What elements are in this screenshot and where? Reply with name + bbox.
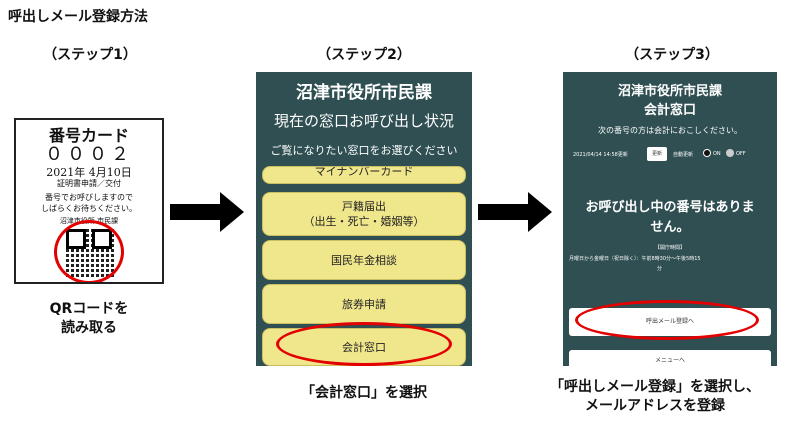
update-button[interactable]: 更新 [647, 147, 667, 161]
auto-update-on-label: ON [713, 151, 721, 157]
hours-text-cont: 分 [657, 266, 663, 272]
menu-item-label: 戸籍届出 [342, 200, 386, 213]
arrow-right-icon [478, 192, 552, 232]
step3-screen: 沼津市役所市民課 会計窓口 次の番号の方は会計におこしください。 2021/04… [563, 72, 777, 366]
screen2-header-title: 沼津市役所市民課 [296, 83, 432, 103]
menu-item-passport[interactable]: 旅券申請 [262, 284, 466, 324]
step3-label: （ステップ3） [625, 47, 719, 63]
menu-item-koseki[interactable]: 戸籍届出 （出生・死亡・婚姻等） [262, 192, 466, 236]
screen2-header-instruction: ご覧になりたい窓口をお選びください [270, 144, 458, 157]
auto-update-on-radio[interactable] [703, 149, 711, 157]
ticket-service: 証明書申請／交付 [57, 179, 121, 188]
menu-button[interactable]: メニューへ [569, 350, 771, 366]
step3-caption-line1: 「呼出しメール登録」を選択し、 [550, 379, 760, 395]
ticket-title: 番号カード [48, 126, 129, 145]
ticket-date: 2021年 4月10日 [46, 166, 132, 179]
step3-caption-line2: メールアドレスを登録 [585, 398, 725, 414]
ticket-message-1: 番号でお呼びしますので [45, 193, 133, 202]
step2-screen: 沼津市役所市民課 現在の窓口お呼び出し状況 ご覧になりたい窓口をお選びください … [256, 72, 472, 366]
number-ticket: 番号カード ０００２ 2021年 4月10日 証明書申請／交付 番号でお呼びしま… [14, 118, 164, 284]
menu-item-label: マイナンバーカード [314, 166, 414, 178]
screen2-header-status: 現在の窓口お呼び出し状況 [273, 112, 454, 130]
arrow-right-icon [170, 192, 244, 232]
menu-item-sublabel: （出生・死亡・婚姻等） [303, 215, 425, 228]
calling-message-line2: せん。 [650, 220, 690, 235]
qr-highlight-ring [54, 220, 124, 282]
ticket-number: ０００２ [45, 144, 133, 165]
step1-caption-line1: QRコードを [49, 301, 129, 317]
update-timestamp: 2021/04/14 14:58更新 [573, 152, 628, 158]
register-highlight-ring [575, 300, 759, 340]
auto-update-label: 自動更新 [673, 152, 694, 158]
step2-label: （ステップ2） [317, 47, 411, 63]
menu-item-label: 国民年金相談 [331, 254, 397, 267]
screen3-header-counter: 会計窓口 [643, 103, 696, 118]
step3-caption: 「呼出しメール登録」を選択し、 メールアドレスを登録 [520, 378, 790, 416]
hours-text: 月曜日から金曜日（祝日除く）：午前8時30分～午後5時15 [569, 256, 701, 262]
screen3-header-title: 沼津市役所市民課 [617, 84, 722, 99]
ticket-message-2: しばらくお待ちください。 [41, 204, 137, 213]
screen3-subtitle: 次の番号の方は会計におこしください。 [598, 126, 742, 135]
step1-label: （ステップ1） [43, 47, 137, 63]
auto-update-off-radio[interactable] [726, 149, 734, 157]
menu-item-label: 旅券申請 [342, 298, 386, 311]
auto-update-off-label: OFF [736, 151, 746, 157]
step1-caption-line2: 読み取る [61, 320, 117, 336]
step1-caption: QRコードを 読み取る [14, 300, 164, 338]
step2-caption: 「会計窓口」を選択 [301, 385, 427, 401]
calling-message-line1: お呼び出し中の番号はありま [585, 200, 755, 215]
cashier-highlight-ring [276, 322, 452, 366]
menu-item-pension[interactable]: 国民年金相談 [262, 240, 466, 280]
hours-label: 【開庁時間】 [654, 245, 685, 251]
page-title: 呼出しメール登録方法 [8, 9, 148, 25]
menu-item-mynumber[interactable]: マイナンバーカード [262, 166, 466, 184]
